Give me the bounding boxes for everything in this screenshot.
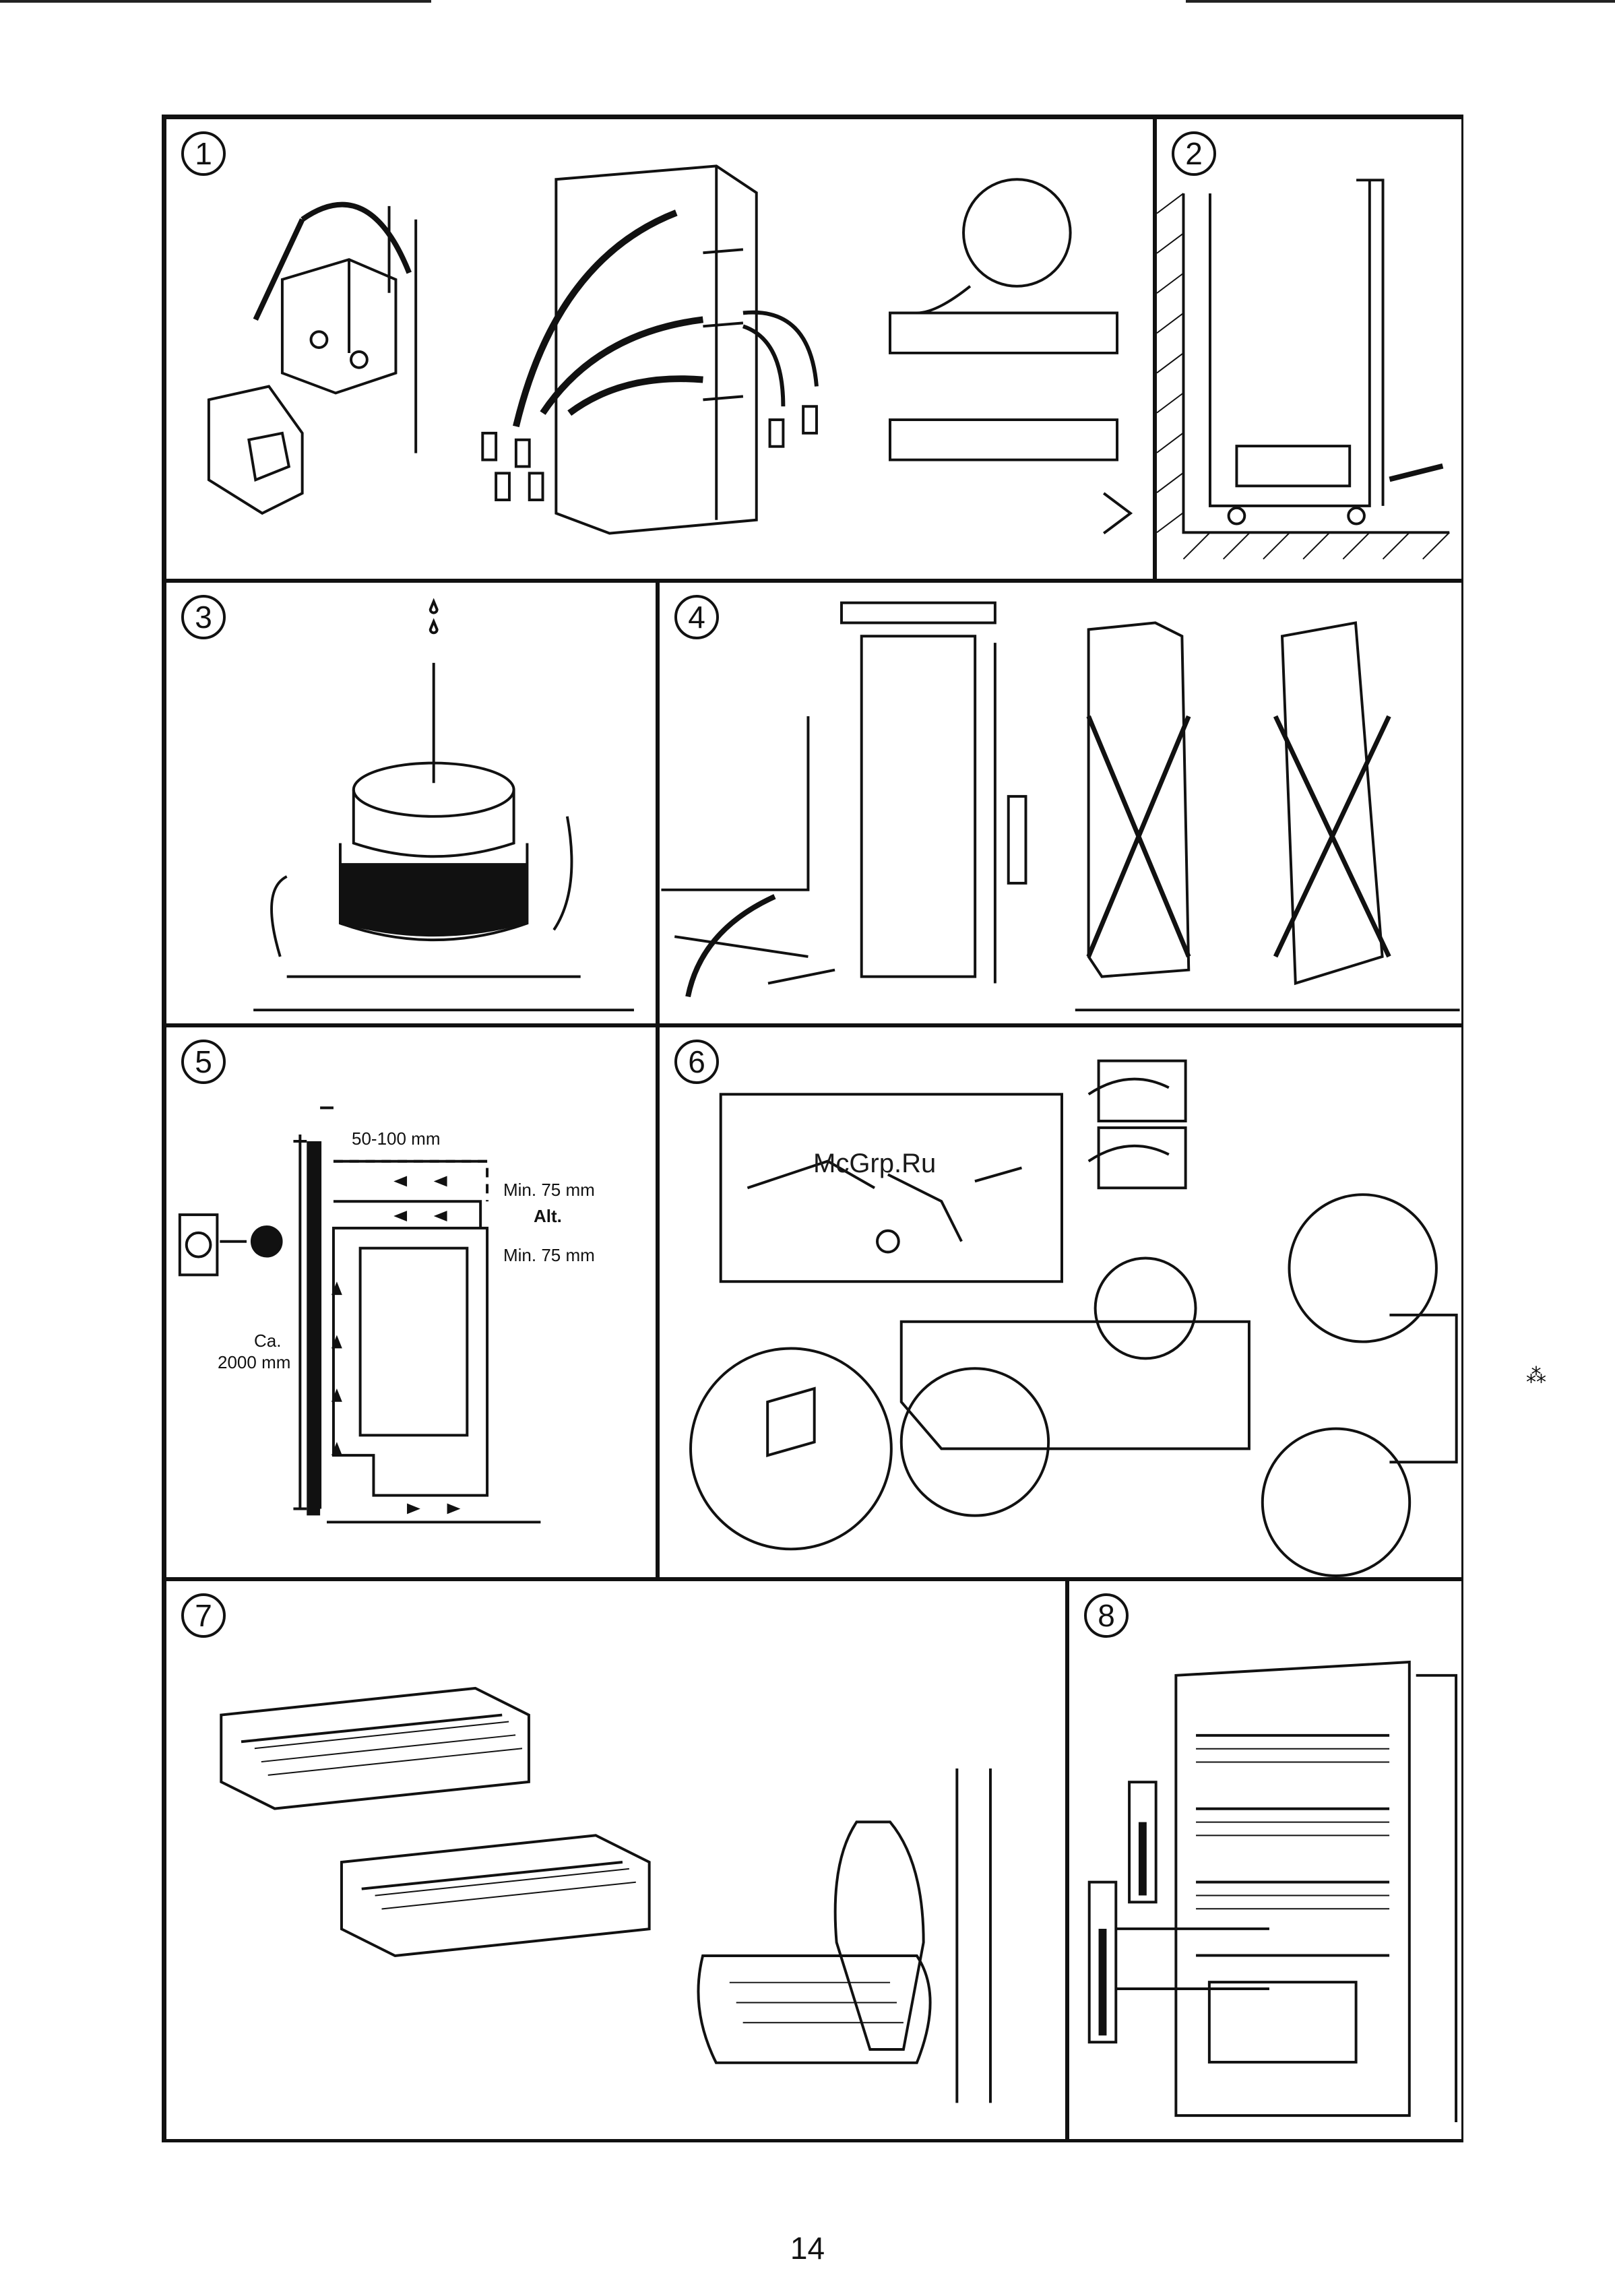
top-rule-left	[0, 0, 431, 3]
ventilation-illustration	[166, 1027, 656, 1577]
height-label-value: 2000 mm	[218, 1352, 290, 1373]
top-rule-right	[1186, 0, 1615, 3]
alignment-illustration	[1157, 119, 1461, 579]
panel-8-temperature-zones: 8	[1067, 1579, 1463, 2141]
gap-dimension-label: 50-100 mm	[352, 1128, 441, 1149]
hinge-illustration	[166, 119, 1153, 579]
compressor-illustration	[166, 583, 656, 1023]
illustration-frame: 1	[162, 115, 1463, 2142]
panel-7-shelves: 7	[164, 1579, 1067, 2141]
min-clearance-bottom-label: Min. 75 mm	[503, 1245, 595, 1266]
height-label-ca: Ca.	[254, 1331, 281, 1351]
alternative-label: Alt.	[534, 1206, 562, 1227]
scan-speck: ⁂	[1526, 1364, 1546, 1388]
min-clearance-top-label: Min. 75 mm	[503, 1180, 595, 1201]
temperature-zones-illustration	[1069, 1581, 1461, 2139]
leveling-illustration	[660, 583, 1461, 1023]
page-number: 14	[0, 2230, 1615, 2266]
panel-1-door-hinge-reversal: 1	[164, 117, 1155, 581]
panel-3-compressor: 3	[164, 581, 658, 1025]
panel-5-ventilation: 5	[164, 1025, 658, 1579]
panel-6-door-swap: 6 McGrp.Ru	[658, 1025, 1463, 1579]
door-swap-illustration	[660, 1027, 1461, 1577]
panel-2-alignment: 2	[1155, 117, 1463, 581]
watermark-text: McGrp.Ru	[813, 1149, 936, 1179]
shelves-illustration	[166, 1581, 1065, 2139]
panel-4-leveling: 4	[658, 581, 1463, 1025]
